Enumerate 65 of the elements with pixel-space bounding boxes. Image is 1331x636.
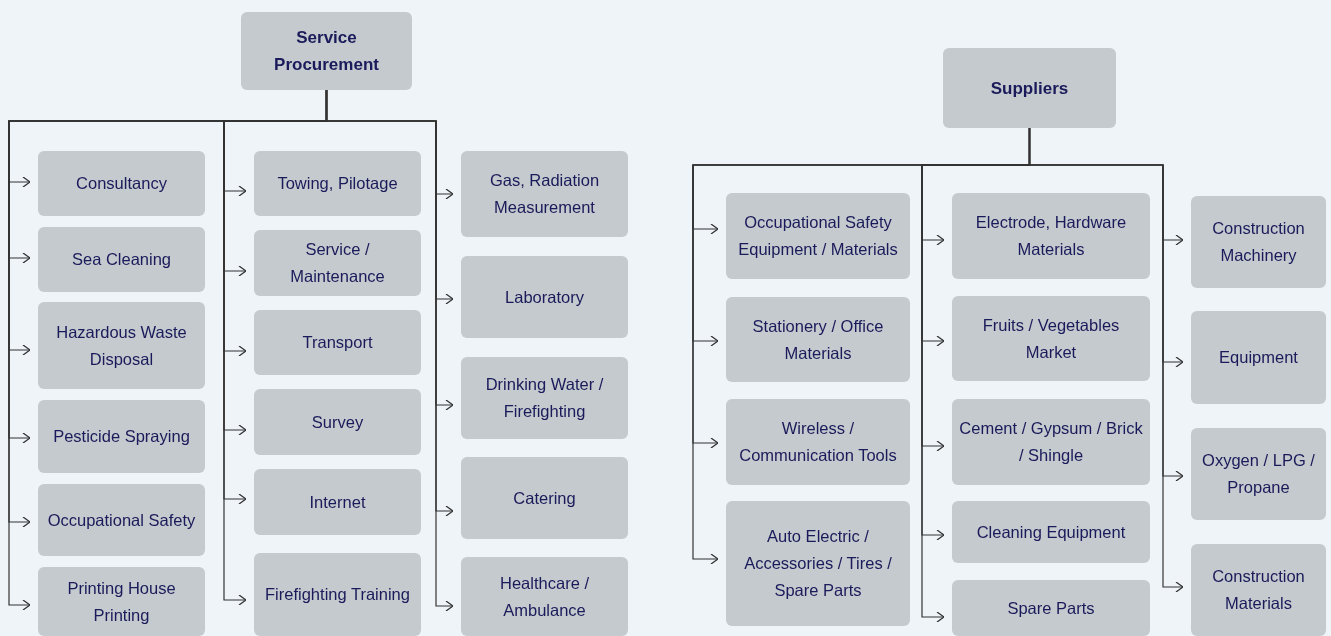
category-box	[461, 457, 628, 539]
node-label: Towing, Pilotage	[277, 173, 398, 194]
category-box	[254, 553, 421, 636]
node-label: Oxygen / LPG / Propane	[1201, 450, 1316, 498]
category-box	[38, 151, 205, 216]
category-box	[254, 151, 421, 216]
node-label: Survey	[311, 411, 364, 433]
category-box	[952, 296, 1150, 381]
node-label: Laboratory	[505, 286, 584, 308]
node-label: Construction Machinery	[1211, 218, 1306, 266]
category-box	[38, 567, 205, 636]
category-box	[1191, 428, 1326, 520]
category-box	[726, 399, 910, 485]
category-box	[1191, 544, 1326, 636]
node-label: Occupational Safety Equipment / Materials	[737, 212, 899, 260]
node-label: Printing House Printing	[66, 577, 177, 626]
category-box	[38, 302, 205, 389]
root-box	[241, 12, 412, 90]
category-box	[38, 484, 205, 556]
node-label: Pesticide Spraying	[53, 426, 190, 447]
node-label: Suppliers	[990, 77, 1069, 100]
node-label: Consultancy	[76, 173, 167, 194]
category-box	[38, 227, 205, 292]
category-box	[952, 399, 1150, 485]
node-label: Construction Materials	[1211, 566, 1306, 614]
node-label: Service Procurement	[273, 27, 380, 76]
node-label: Cement / Gypsum / Brick / Shingle	[958, 418, 1144, 466]
category-box	[254, 389, 421, 455]
category-box	[1191, 311, 1326, 404]
category-box	[461, 256, 628, 338]
category-box	[461, 557, 628, 636]
category-box	[726, 193, 910, 279]
node-label: Occupational Safety	[47, 509, 196, 531]
category-box	[952, 193, 1150, 279]
node-label: Stationery / Office Materials	[751, 315, 885, 364]
node-label: Service / Maintenance	[289, 239, 386, 287]
category-box	[254, 310, 421, 375]
node-label: Cleaning Equipment	[976, 521, 1126, 543]
node-label: Wireless / Communication Tools	[738, 418, 898, 466]
node-label: Drinking Water / Firefighting	[484, 374, 605, 422]
category-box	[952, 501, 1150, 563]
category-box	[952, 580, 1150, 636]
node-label: Gas, Radiation Measurement	[488, 170, 601, 218]
node-label: Transport	[302, 332, 373, 353]
node-label: Auto Electric / Accessories / Tires / Spare Parts	[743, 526, 893, 601]
category-box	[254, 469, 421, 535]
category-box	[254, 230, 421, 296]
root-box	[943, 48, 1116, 128]
node-label: Healthcare / Ambulance	[499, 572, 590, 621]
category-box	[461, 357, 628, 439]
category-box	[726, 297, 910, 382]
node-label: Spare Parts	[1007, 597, 1095, 619]
connector-arrow	[1028, 127, 1184, 593]
node-label: Fruits / Vegetables Market	[981, 314, 1121, 363]
node-label: Sea Cleaning	[71, 249, 172, 270]
node-label: Electrode, Hardware Materials	[974, 212, 1128, 260]
node-label: Hazardous Waste Disposal	[55, 321, 188, 370]
node-label: Catering	[513, 487, 576, 509]
node-label: Internet	[309, 491, 366, 513]
node-label: Firefighting Training	[265, 584, 410, 605]
node-label: Equipment	[1219, 347, 1298, 368]
category-box	[726, 501, 910, 626]
category-box	[461, 151, 628, 237]
category-box	[38, 400, 205, 473]
category-box	[1191, 196, 1326, 288]
